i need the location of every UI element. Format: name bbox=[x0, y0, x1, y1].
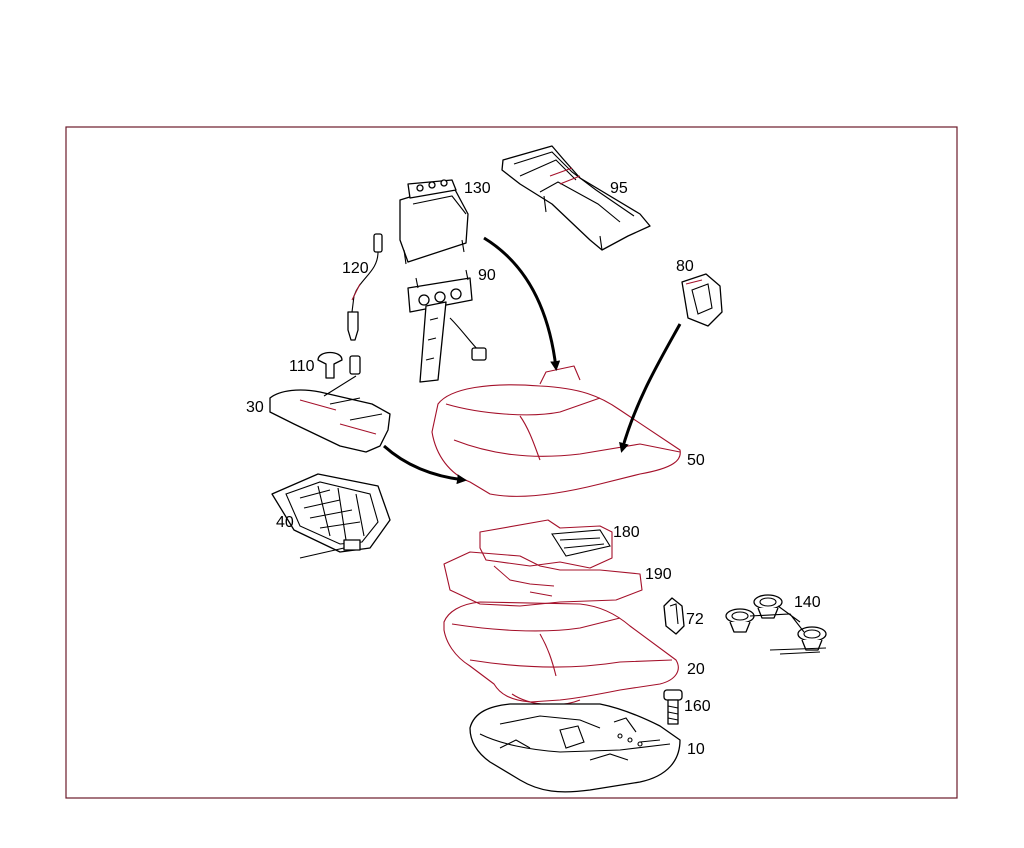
part-80-clip[interactable] bbox=[681, 273, 723, 327]
part-120-cable[interactable] bbox=[347, 233, 383, 341]
arrow-80-to-50 bbox=[619, 323, 682, 453]
diagram-frame bbox=[65, 126, 958, 799]
part-90-bracket[interactable] bbox=[407, 269, 487, 383]
part-95-rail-frame[interactable] bbox=[501, 145, 651, 251]
callout-160: 160 bbox=[684, 698, 711, 715]
callout-30: 30 bbox=[246, 399, 264, 416]
part-130-housing[interactable] bbox=[399, 179, 469, 265]
arrow-30-to-50 bbox=[382, 444, 467, 485]
arrow-130-to-50 bbox=[483, 236, 561, 371]
part-40-heater-element[interactable] bbox=[271, 473, 391, 559]
part-160-bolt[interactable] bbox=[663, 689, 683, 725]
part-110-push-clip[interactable] bbox=[317, 351, 361, 379]
callout-140: 140 bbox=[794, 594, 821, 611]
part-20-foam-cushion[interactable] bbox=[443, 601, 679, 706]
callout-90: 90 bbox=[478, 267, 496, 284]
part-72-clip[interactable] bbox=[663, 597, 685, 635]
callout-80: 80 bbox=[676, 258, 694, 275]
callout-180: 180 bbox=[613, 524, 640, 541]
part-50-seat-cover[interactable] bbox=[431, 365, 681, 497]
part-190-pad[interactable] bbox=[443, 551, 643, 607]
callout-50: 50 bbox=[687, 452, 705, 469]
part-10-seat-pan[interactable] bbox=[469, 703, 681, 793]
part-140-grommet-harness[interactable] bbox=[725, 594, 827, 655]
callout-120: 120 bbox=[342, 260, 369, 277]
callout-20: 20 bbox=[687, 661, 705, 678]
part-180-foam-pad[interactable] bbox=[479, 519, 613, 569]
callout-190: 190 bbox=[645, 566, 672, 583]
callout-72: 72 bbox=[686, 611, 704, 628]
callout-110: 110 bbox=[289, 358, 315, 375]
callout-95: 95 bbox=[610, 180, 628, 197]
part-30-heater-mat[interactable] bbox=[269, 375, 391, 453]
callout-130: 130 bbox=[464, 180, 491, 197]
callout-10: 10 bbox=[687, 741, 705, 758]
callout-40: 40 bbox=[276, 514, 294, 531]
